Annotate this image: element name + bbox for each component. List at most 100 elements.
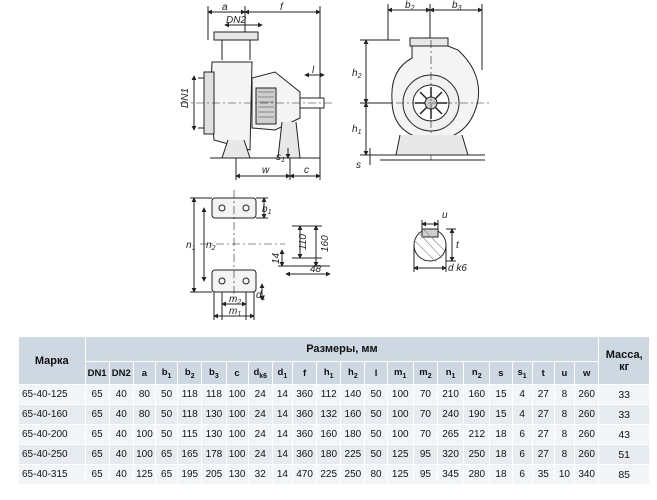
dimension-cell: 50 (364, 444, 388, 465)
dimension-cell: 205 (201, 464, 227, 485)
dimension-cell: 35 (531, 464, 555, 485)
dimension-cell: 10 (553, 464, 575, 485)
dim-b1-label: b1 (262, 204, 272, 216)
dim-b2-label: b2 (405, 0, 415, 12)
dimension-cell: 50 (364, 424, 388, 445)
dimension-cell: 180 (316, 444, 342, 465)
dimension-cell: 100 (386, 424, 414, 445)
dimension-cell: 160 (316, 424, 342, 445)
dimension-cell: 15 (489, 384, 513, 405)
dimension-cell: 125 (386, 464, 414, 485)
header-model: Марка (18, 336, 86, 385)
column-header: m2 (412, 361, 439, 385)
dimension-cell: 130 (201, 424, 227, 445)
dimension-cell: 50 (154, 384, 179, 405)
dimension-cell: 250 (463, 444, 491, 465)
dimension-cell: 190 (463, 404, 491, 425)
column-header: DN2 (108, 361, 134, 385)
dimension-cell: 40 (108, 464, 134, 485)
dim-s-label: s (356, 160, 361, 171)
dimension-cell: 27 (531, 444, 555, 465)
column-header: h2 (340, 361, 366, 385)
dimension-cell: 360 (291, 444, 318, 465)
dimension-cell: 65 (154, 444, 179, 465)
dim-h2-label: h2 (352, 68, 362, 80)
dimension-cell: 265 (436, 424, 465, 445)
dimension-cell: 18 (489, 444, 513, 465)
dimension-cell: 212 (463, 424, 491, 445)
dimension-cell: 50 (154, 404, 179, 425)
dim-c-label: c (304, 165, 309, 176)
dimension-cell: 280 (463, 464, 491, 485)
dimension-cell: 320 (436, 444, 465, 465)
dimension-cell: 260 (573, 444, 600, 465)
dimension-cell: 65 (84, 444, 110, 465)
dim-l-label: l (312, 65, 315, 76)
dimension-cell: 24 (247, 384, 273, 405)
dimension-cell: 360 (291, 424, 318, 445)
shaft-section-drawing (413, 220, 456, 272)
dimension-cell: 118 (177, 404, 203, 425)
dimension-cell: 6 (511, 444, 533, 465)
dim-m1-label: m1 (229, 306, 241, 318)
column-header: s1 (511, 361, 533, 385)
dimension-cell: 65 (84, 424, 110, 445)
dim-f-label: f (280, 2, 284, 13)
dimension-cell: 100 (132, 444, 157, 465)
dimension-cell: 470 (291, 464, 318, 485)
mass-cell: 51 (598, 444, 650, 465)
pump-drawings: a f DN2 DN1 l w c s1 (180, 0, 490, 320)
column-header: t (531, 361, 555, 385)
dimension-cell: 345 (436, 464, 465, 485)
dimension-cell: 4 (511, 384, 533, 405)
dimension-cell: 24 (247, 404, 273, 425)
column-header: b2 (177, 361, 203, 385)
dim-m2-label: m2 (229, 294, 241, 306)
dimension-cell: 27 (531, 404, 555, 425)
dimension-cell: 100 (225, 424, 249, 445)
model-cell: 65-40-250 (18, 444, 86, 465)
dimension-cell: 14 (271, 404, 293, 425)
dimension-cell: 18 (489, 424, 513, 445)
dimension-cell: 14 (271, 424, 293, 445)
dimension-cell: 160 (463, 384, 491, 405)
dimension-cell: 65 (154, 464, 179, 485)
dimension-cell: 360 (291, 384, 318, 405)
dimension-cell: 125 (386, 444, 414, 465)
dimension-cell: 225 (340, 444, 366, 465)
dimension-cell: 14 (271, 464, 293, 485)
dimension-cell: 260 (573, 384, 600, 405)
dimension-cell: 80 (132, 384, 157, 405)
dimension-cell: 14 (271, 444, 293, 465)
dimension-cell: 195 (177, 464, 203, 485)
dimension-cell: 140 (340, 384, 366, 405)
dimension-cell: 8 (553, 404, 575, 425)
dimension-cell: 100 (225, 404, 249, 425)
dimension-cell: 40 (108, 404, 134, 425)
dimension-cell: 80 (132, 404, 157, 425)
dimension-cell: 40 (108, 444, 134, 465)
dimension-cell: 24 (247, 444, 273, 465)
dimension-cell: 178 (201, 444, 227, 465)
dimension-cell: 50 (364, 404, 388, 425)
dimension-cell: 118 (201, 384, 227, 405)
dimension-cell: 130 (225, 464, 249, 485)
dim-s1-label: s1 (276, 152, 285, 164)
dim-w-label: w (262, 165, 270, 176)
dimension-cell: 6 (511, 464, 533, 485)
dimension-cell: 50 (154, 424, 179, 445)
dimension-cell: 115 (177, 424, 203, 445)
dimension-cell: 240 (436, 404, 465, 425)
dimension-cell: 24 (247, 424, 273, 445)
dimension-cell: 100 (132, 424, 157, 445)
dimension-cell: 18 (489, 464, 513, 485)
dim-n2-label: n2 (206, 240, 216, 252)
dim-48-label: 48 (310, 264, 322, 275)
column-header: d1 (271, 361, 293, 385)
dimension-cell: 65 (84, 404, 110, 425)
